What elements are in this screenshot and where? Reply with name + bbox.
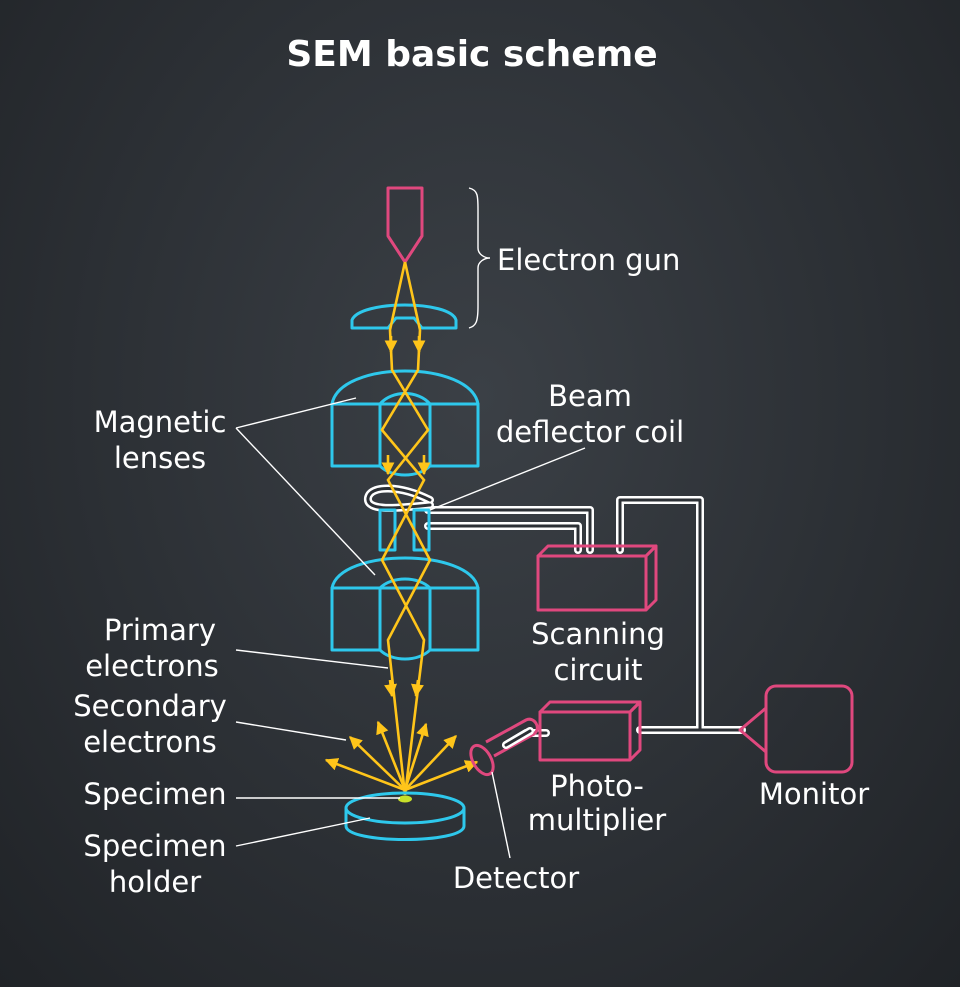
- label-specimen-holder-1: Specimen: [83, 829, 226, 863]
- label-electron-gun: Electron gun: [497, 243, 680, 277]
- label-secondary-electrons-2: electrons: [83, 725, 217, 759]
- anode-plate: [350, 303, 458, 330]
- label-magnetic-lenses-2: lenses: [114, 441, 206, 475]
- scanning-circuit-box: [536, 544, 658, 612]
- electron-gun: [350, 186, 491, 330]
- label-secondary-electrons-1: Secondary: [73, 689, 227, 723]
- lower-magnetic-lens: [330, 556, 480, 661]
- specimen-holder: [344, 791, 466, 841]
- label-scanning-circuit-2: circuit: [553, 653, 642, 687]
- secondary-electrons: [324, 720, 479, 792]
- label-primary-electrons-1: Primary: [104, 613, 216, 647]
- label-specimen-holder-2: holder: [109, 865, 201, 899]
- label-photomultiplier-2: multiplier: [528, 803, 666, 837]
- photomultiplier-box: [538, 700, 642, 762]
- label-monitor: Monitor: [759, 777, 869, 811]
- label-beam-deflector-coil-1: Beam: [548, 379, 632, 413]
- specimen-sample: [398, 795, 412, 803]
- label-detector: Detector: [453, 861, 579, 895]
- monitor: [738, 684, 854, 774]
- electron-gun-brace: [468, 187, 491, 329]
- label-leaders: [235, 397, 586, 859]
- label-scanning-circuit-1: Scanning: [531, 617, 665, 651]
- primary-electron-beam: [380, 261, 432, 796]
- label-beam-deflector-coil-2: deflector coil: [496, 415, 684, 449]
- label-photomultiplier-1: Photo-: [550, 769, 644, 803]
- label-primary-electrons-2: electrons: [85, 649, 219, 683]
- label-specimen: Specimen: [83, 777, 226, 811]
- label-magnetic-lenses-1: Magnetic: [94, 405, 227, 439]
- page-title: SEM basic scheme: [286, 34, 657, 75]
- detector: [469, 717, 539, 777]
- electron-gun-cathode: [386, 186, 424, 264]
